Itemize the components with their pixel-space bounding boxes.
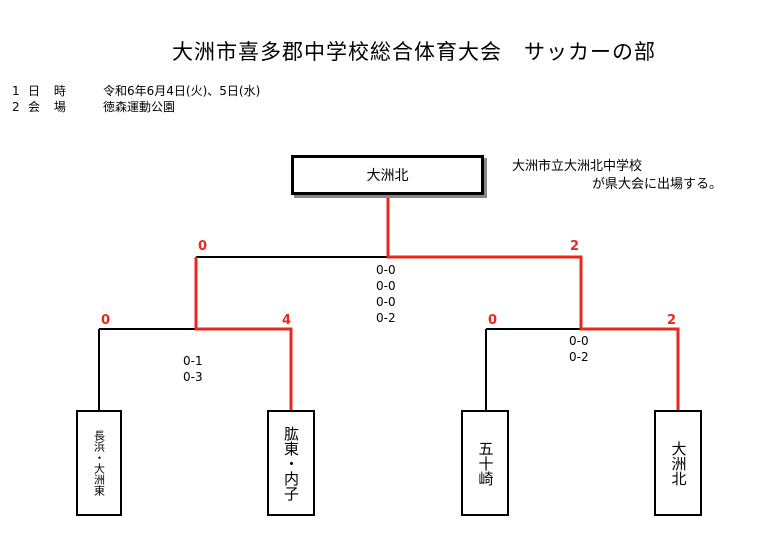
period-score: 0-0 — [569, 334, 589, 348]
team-box-hijihigashi-uchiko: 肱東・内子 — [267, 410, 315, 516]
info-number: 1 — [12, 84, 20, 98]
team-box-nagahama-ozuhigashi: 長浜・大洲東 — [76, 410, 122, 516]
period-score: 0-1 — [183, 354, 203, 368]
info-date-row: 1 日 時 令和6年6月4日(火)、5日(水) — [12, 84, 260, 99]
team-box-ozukita: 大洲北 — [654, 410, 702, 516]
semi-left-right-score: 4 — [282, 313, 292, 328]
page-title: 大洲市喜多郡中学校総合体育大会 サッカーの部 — [172, 40, 656, 64]
period-score: 0-2 — [569, 350, 589, 364]
period-score: 0-0 — [376, 263, 396, 277]
winner-line-final — [386, 195, 680, 410]
info-number: 2 — [12, 100, 20, 114]
semi-right-period-scores: 0-0 0-2 — [569, 333, 589, 365]
winner-line-semi-left — [194, 257, 293, 410]
info-value: 徳森運動公園 — [103, 100, 176, 114]
info-value: 令和6年6月4日(火)、5日(水) — [103, 84, 261, 98]
info-label: 会 場 — [28, 100, 71, 114]
info-venue-row: 2 会 場 徳森運動公園 — [12, 100, 175, 115]
period-score: 0-0 — [376, 279, 396, 293]
team-box-ikazaki: 五十崎 — [461, 410, 509, 516]
note-advances: が県大会に出場する。 — [592, 177, 723, 192]
final-right-score: 2 — [570, 239, 580, 254]
semi-right-right-score: 2 — [667, 313, 677, 328]
period-score: 0-2 — [376, 311, 396, 325]
period-score: 0-3 — [183, 370, 203, 384]
semi-left-period-scores: 0-1 0-3 — [183, 353, 203, 385]
champion-box: 大洲北 — [291, 155, 484, 195]
semi-left-left-score: 0 — [101, 313, 111, 328]
semi-right-left-score: 0 — [488, 313, 498, 328]
info-label: 日 時 — [28, 84, 71, 98]
period-score: 0-0 — [376, 295, 396, 309]
final-period-scores: 0-0 0-0 0-0 0-2 — [376, 262, 396, 326]
final-left-score: 0 — [198, 239, 208, 254]
note-school: 大洲市立大洲北中学校 — [512, 159, 643, 174]
